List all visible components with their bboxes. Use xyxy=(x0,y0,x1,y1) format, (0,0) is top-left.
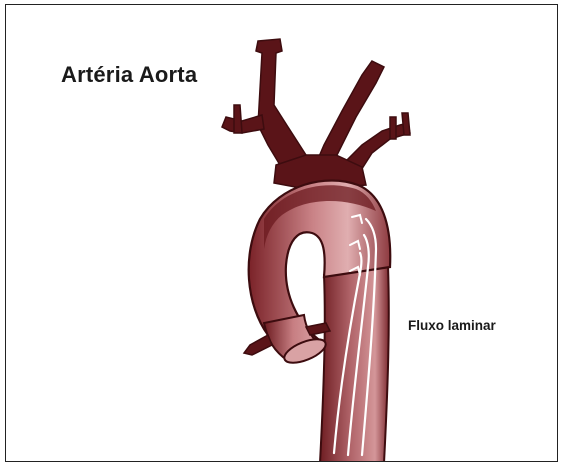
brachiocephalic-trunk xyxy=(256,39,306,175)
aortic-branches xyxy=(222,39,410,189)
right-subclavian-artery xyxy=(222,115,264,133)
diagram-title: Artéria Aorta xyxy=(61,62,197,88)
left-subclavian-cap xyxy=(390,117,396,139)
left-subclavian-cap-2 xyxy=(402,113,410,135)
diagram-frame: Artéria Aorta Fluxo laminar xyxy=(5,4,558,462)
right-coronary-stub xyxy=(244,335,272,355)
descending-aorta xyxy=(320,265,389,462)
flow-label: Fluxo laminar xyxy=(408,318,496,333)
right-subclavian-cap xyxy=(234,105,242,133)
